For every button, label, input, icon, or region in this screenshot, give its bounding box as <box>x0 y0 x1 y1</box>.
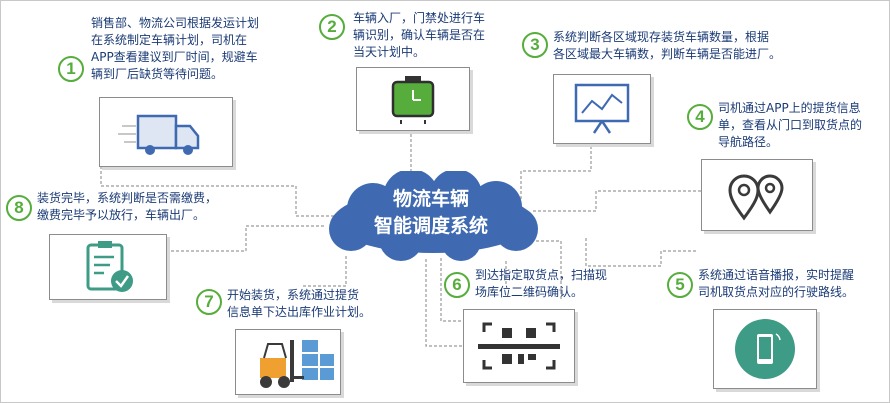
step-3-number: 3 <box>522 32 548 58</box>
step-1-number: 1 <box>58 56 84 82</box>
step-5-number: 5 <box>667 272 693 298</box>
map-pins-icon <box>728 174 784 221</box>
chart-board-icon <box>574 83 630 134</box>
step-3-icon-box <box>553 74 651 144</box>
step-4-number: 4 <box>687 104 713 130</box>
step-2-text: 车辆入厂，门禁处进行车 辆识别，确认车辆是否在 当天计划中。 <box>353 11 486 59</box>
step-5-text: 系统通过语音播报，实时提醒 司机取货点对应的行驶路线。 <box>698 268 855 299</box>
step-2-icon-box <box>356 67 470 131</box>
hub-title-line1: 物流车辆 <box>392 188 469 210</box>
clipboard-check-icon <box>86 241 133 292</box>
step-2-number: 2 <box>319 14 345 40</box>
step-6-text: 到达指定取货点，扫描现 场库位二维码确认。 <box>475 268 608 299</box>
step-1-text: 销售部、物流公司根据发运计划 在系统制定车辆计划，司机在 APP查看建议到厂时间… <box>91 16 260 81</box>
step-7-number: 7 <box>196 289 222 315</box>
forklift-icon <box>260 340 334 388</box>
delivery-truck-icon <box>118 114 200 155</box>
step-4-text: 司机通过APP上的提货信息 单，查看从门口到取货点的 导航路径。 <box>718 101 863 149</box>
qr-scan-icon <box>478 322 560 370</box>
step-5-icon-box <box>713 309 817 389</box>
step-6-icon-box <box>463 309 575 383</box>
hub-cloud <box>329 171 538 261</box>
gate-monitor-icon <box>391 76 435 124</box>
step-6-number: 6 <box>444 272 470 298</box>
step-8-text: 装货完毕，系统判断是否需缴费， 缴费完毕予以放行，车辆出厂。 <box>37 191 218 222</box>
step-8-number: 8 <box>6 195 32 221</box>
hub-title-line2: 智能调度系统 <box>373 215 488 237</box>
step-1-icon-box <box>99 97 233 167</box>
step-7-icon-box <box>235 329 341 395</box>
step-7-text: 开始装货，系统通过提货 信息单下达出库作业计划。 <box>227 288 372 319</box>
step-3-text: 系统判断各区域现存装货车辆数量，根据 各区域最大车辆数，判断车辆是否能进厂。 <box>553 30 782 61</box>
step-4-icon-box <box>701 159 813 231</box>
step-8-icon-box <box>49 234 167 300</box>
phone-broadcast-icon <box>735 319 795 379</box>
